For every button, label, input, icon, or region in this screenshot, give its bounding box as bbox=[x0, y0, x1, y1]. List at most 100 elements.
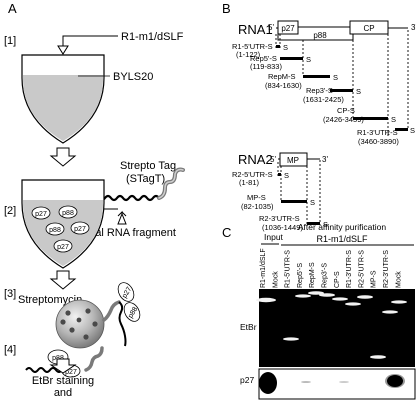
lane-label: R1-m1/dSLF bbox=[260, 248, 267, 288]
lane-label: R2-3'UTR-S bbox=[383, 250, 390, 288]
stag-label: S bbox=[333, 73, 338, 82]
panel-b: B RNA1 5' 3' p27 p27 p88 CP R1-5'UTR-S (… bbox=[222, 1, 416, 232]
construct-arrow-icon bbox=[57, 45, 69, 55]
p27-band-faint bbox=[301, 381, 311, 383]
rna2-five-prime: 5' bbox=[270, 155, 276, 164]
tag-label: Strepto Tag bbox=[120, 160, 176, 172]
rna1-fragment-bar bbox=[395, 128, 408, 131]
panel-a-letter: A bbox=[8, 1, 17, 16]
rna1-fragment-name: Rep3'-S bbox=[306, 86, 333, 95]
rna1-fragment-range: (119-833) bbox=[250, 62, 282, 71]
gel-band bbox=[332, 297, 348, 301]
lane-label: Rep5'-S bbox=[297, 263, 304, 288]
drug-label: Streptomycin bbox=[18, 294, 82, 306]
stag-label: S bbox=[323, 220, 328, 229]
rna1-fragment-bar bbox=[276, 45, 280, 48]
construct-label: R1-m1/dSLF bbox=[121, 31, 184, 43]
rna2-fragment-bar bbox=[307, 222, 320, 225]
p27-band-faint bbox=[339, 381, 349, 383]
rna1-fragment-name: CP-S bbox=[337, 106, 355, 115]
protein-label: p88 bbox=[49, 227, 61, 234]
subheader-label: R1-m1/dSLF bbox=[316, 234, 368, 244]
free-stag-icon bbox=[84, 346, 104, 372]
gel-band bbox=[256, 297, 276, 303]
stag-label: S bbox=[306, 55, 311, 64]
gel-band bbox=[382, 310, 398, 314]
bead-binding-sites bbox=[60, 308, 98, 340]
rna1-fragment-bar bbox=[280, 57, 303, 60]
rna2-orf-label: MP bbox=[287, 156, 299, 165]
down-arrow-icon bbox=[49, 270, 77, 290]
rna2-title: RNA2 bbox=[238, 152, 273, 167]
step-1-label: [1] bbox=[4, 35, 16, 47]
bound-protein-label: p88 bbox=[127, 306, 139, 320]
lane-label: R1-5'UTR-S bbox=[285, 250, 292, 288]
panel-b-letter: B bbox=[222, 1, 231, 16]
bound-stag-icon bbox=[102, 300, 121, 322]
stag-label: S bbox=[410, 126, 415, 135]
tube-2-proteins: p27 p88 p88 p27 p27 bbox=[31, 205, 90, 253]
tube-1-cell-extract bbox=[23, 75, 103, 141]
rna1-fragment-bar bbox=[303, 75, 330, 78]
bound-protein-oval bbox=[117, 282, 135, 302]
rna1-fragment-bar bbox=[353, 117, 388, 120]
p27-label: p27 bbox=[240, 375, 254, 385]
etbr-gel bbox=[259, 289, 415, 367]
rna1-three-prime: 3' bbox=[411, 23, 416, 32]
etbr-bands bbox=[256, 291, 407, 359]
bound-rna-wave bbox=[118, 301, 127, 347]
rna1-fragment-name: R1-5'UTR-S bbox=[232, 42, 273, 51]
rna2-fragment-name: MP-S bbox=[247, 193, 266, 202]
p27-band-r2-3utr bbox=[387, 375, 403, 387]
lane-label: Mock bbox=[395, 271, 402, 288]
etbr-label: EtBr bbox=[240, 322, 257, 332]
rna1-five-prime: 5' bbox=[268, 23, 274, 32]
protein-oval bbox=[53, 239, 73, 253]
gel-band bbox=[357, 295, 373, 299]
rna1-orf-label: p88 bbox=[313, 31, 327, 40]
protein-label: p88 bbox=[62, 210, 74, 217]
rna1-title: RNA1 bbox=[238, 22, 273, 37]
rna1-fragment-range: (3460-3890) bbox=[358, 137, 399, 146]
lane-label: RepM-S bbox=[309, 262, 316, 288]
readout-line-1: EtBr staining bbox=[32, 375, 94, 387]
stag-label: S bbox=[391, 115, 396, 124]
rna2-orf-mp bbox=[279, 152, 308, 167]
stag-label: S bbox=[284, 171, 289, 180]
protein-label: p27 bbox=[57, 244, 69, 251]
lane-labels: R1-m1/dSLF Mock R1-5'UTR-S Rep5'-S RepM-S Rep… bbox=[260, 248, 402, 288]
protein-label: p27 bbox=[74, 226, 86, 233]
rna1-fragment-bar bbox=[330, 89, 353, 92]
stag-label: S bbox=[310, 198, 315, 207]
step-4-label: [4] bbox=[4, 344, 16, 356]
down-arrow-icon bbox=[49, 147, 77, 167]
rna2-fragment-name: R2-5'UTR-S bbox=[232, 170, 273, 179]
svg-text:p27: p27 bbox=[281, 24, 295, 33]
rna1-orf-label: CP bbox=[363, 24, 374, 33]
free-protein-label: p27 bbox=[65, 369, 77, 376]
lane-label: R2-5'UTR-S bbox=[358, 250, 365, 288]
bound-protein-label: p27 bbox=[121, 286, 133, 300]
bound-protein-oval bbox=[123, 302, 141, 322]
gel-band bbox=[370, 355, 386, 359]
rna1-fragment-range: (834-1630) bbox=[265, 81, 302, 90]
rna1-fragment-range: (1631-2425) bbox=[303, 95, 344, 104]
lane-label: Rep3'-S bbox=[322, 263, 329, 288]
down-arrow-icon bbox=[49, 358, 77, 374]
rna2-fragment-range: (1-81) bbox=[239, 178, 260, 187]
header-label: After affinity purification bbox=[298, 222, 386, 232]
cells-label: BYLS20 bbox=[113, 71, 153, 83]
rna2-fragment-bar bbox=[281, 200, 307, 203]
step-2-label: [2] bbox=[4, 205, 16, 217]
protein-oval bbox=[45, 222, 65, 236]
rna2-fragment-range: (1036-1449) bbox=[262, 223, 303, 232]
fragment-label: Viral RNA fragment bbox=[82, 227, 176, 239]
tag-abbrev-label: (STagT) bbox=[126, 173, 165, 185]
input-label: Input bbox=[264, 232, 284, 242]
lane-label: Mock bbox=[272, 271, 279, 288]
rna1-fragment-name: R1-3'UTR-S bbox=[357, 128, 398, 137]
rna2-fragment-name: R2-3'UTR-S bbox=[259, 214, 300, 223]
gel-band bbox=[345, 302, 361, 306]
gel-band bbox=[283, 337, 299, 341]
stag-label: S bbox=[283, 43, 288, 52]
